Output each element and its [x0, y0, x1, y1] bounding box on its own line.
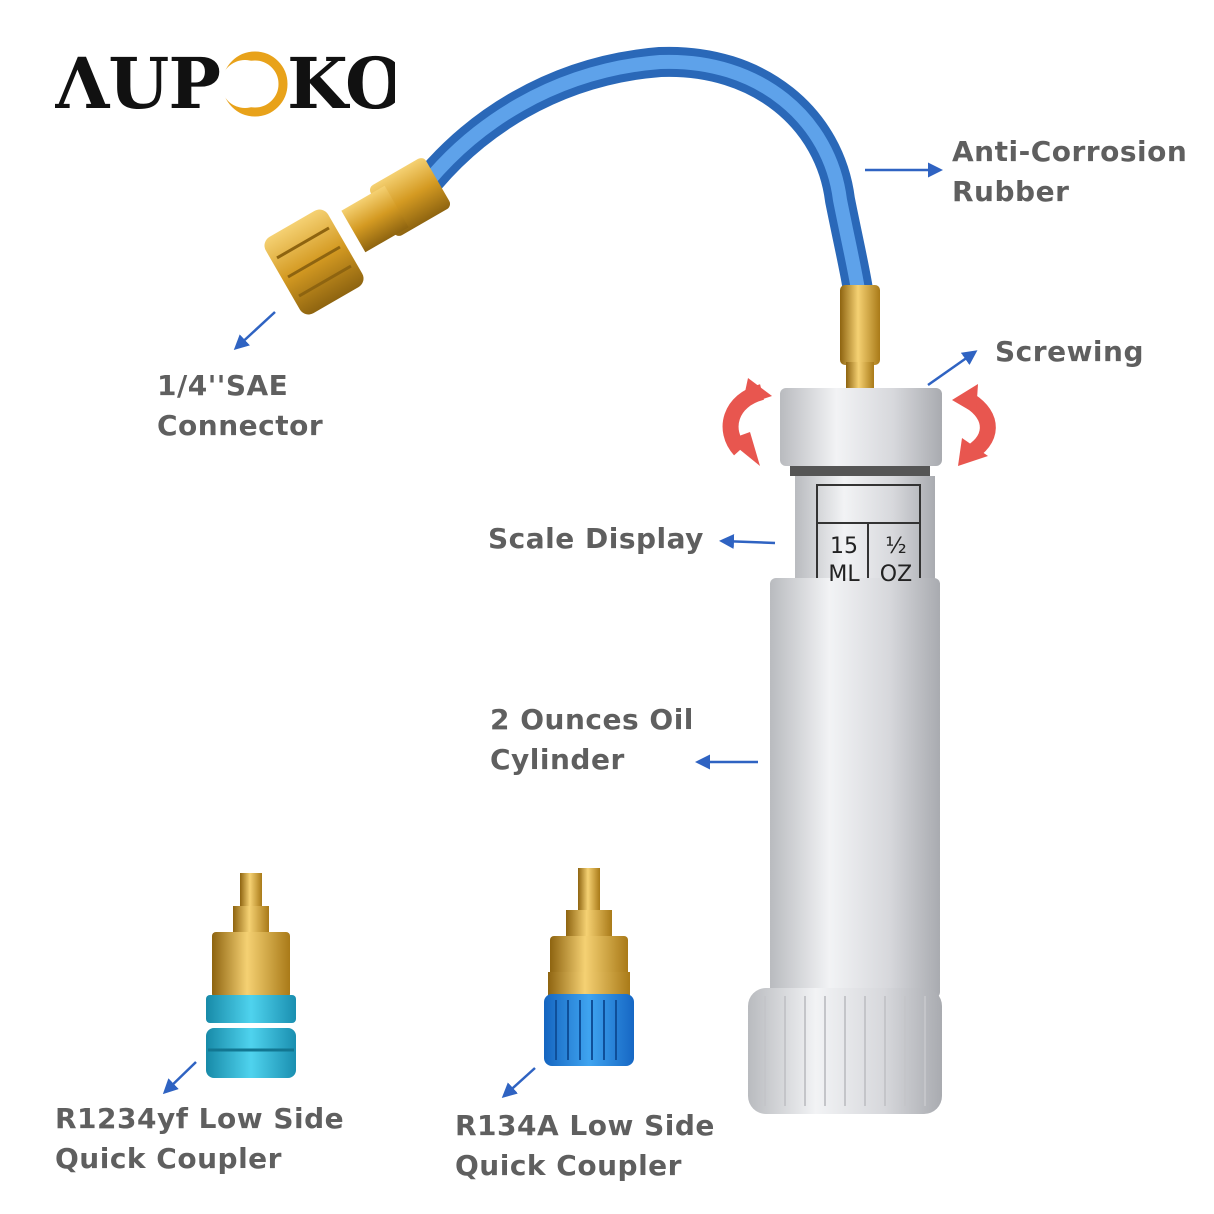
r1234yf-coupler	[206, 873, 296, 1078]
scale-oz-value: ½	[885, 534, 907, 559]
arrow-r134a	[501, 1067, 536, 1099]
scale-ml-unit: ML	[828, 562, 860, 587]
oil-cylinder	[770, 578, 940, 998]
label-r1234yf: R1234yf Low Side Quick Coupler	[55, 1102, 345, 1175]
label-scale-display: Scale Display	[488, 522, 704, 555]
label-oil-cylinder: 2 Ounces Oil Cylinder	[490, 703, 694, 776]
svg-text:ΛUP: ΛUP	[55, 42, 220, 125]
scale-ml-value: 15	[830, 534, 858, 559]
cylinder-cap	[780, 388, 942, 466]
label-anti-corrosion: Anti-Corrosion Rubber	[952, 135, 1188, 208]
label-r134a: R134A Low Side Quick Coupler	[455, 1109, 715, 1182]
arrow-screwing	[927, 350, 978, 387]
scale-oz-unit: OZ	[879, 562, 913, 587]
aupoko-logo: ΛUP KO	[54, 42, 406, 125]
hose	[395, 46, 873, 305]
arrow-scale	[719, 533, 776, 549]
sae-connector	[264, 158, 451, 315]
r134a-coupler	[544, 868, 634, 1066]
arrow-r1234yf	[162, 1061, 197, 1095]
label-screwing: Screwing	[995, 335, 1145, 368]
label-sae-connector: 1/4''SAE Connector	[157, 369, 324, 442]
svg-text:KO: KO	[287, 42, 395, 125]
brand-logo: ΛUP KO	[54, 40, 406, 147]
arrow-sae	[233, 311, 276, 351]
hose-fitting	[840, 285, 880, 365]
scale-tube	[795, 476, 935, 591]
